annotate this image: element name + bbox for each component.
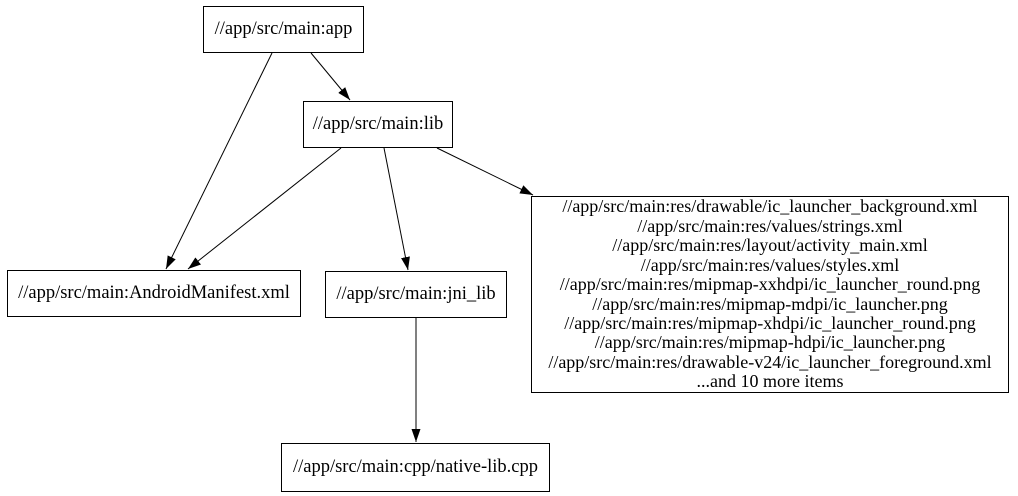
edge-lib-to-jni-lib [383, 147, 410, 271]
node-native-lib-cpp: //app/src/main:cpp/native-lib.cpp [281, 443, 550, 492]
node-lib-label: //app/src/main:lib [312, 114, 444, 134]
res-item: //app/src/main:res/layout/activity_main.… [612, 235, 928, 256]
node-app: //app/src/main:app [203, 6, 364, 53]
node-res-group: //app/src/main:res/drawable/ic_launcher_… [531, 196, 1009, 393]
res-item: //app/src/main:res/mipmap-xhdpi/ic_launc… [564, 312, 976, 333]
res-item: //app/src/main:res/drawable-v24/ic_launc… [548, 351, 992, 372]
res-item: //app/src/main:res/values/strings.xml [637, 215, 903, 236]
res-item: //app/src/main:res/drawable/ic_launcher_… [562, 196, 978, 217]
res-item: //app/src/main:res/mipmap-mdpi/ic_launch… [592, 293, 948, 314]
res-item: //app/src/main:res/mipmap-hdpi/ic_launch… [594, 332, 946, 353]
node-android-manifest: //app/src/main:AndroidManifest.xml [7, 270, 301, 317]
node-jni-lib: //app/src/main:jni_lib [325, 271, 507, 318]
res-item: //app/src/main:res/values/styles.xml [640, 254, 900, 275]
edge-lib-to-manifest [187, 147, 342, 270]
node-lib: //app/src/main:lib [303, 101, 453, 148]
res-item: //app/src/main:res/mipmap-xxhdpi/ic_laun… [559, 274, 981, 295]
node-jni-lib-label: //app/src/main:jni_lib [336, 284, 496, 304]
res-more-items: ...and 10 more items [696, 371, 844, 392]
edge-lib-to-res [436, 147, 534, 196]
edge-app-to-lib [310, 52, 351, 101]
edge-app-to-manifest [165, 52, 273, 270]
node-android-manifest-label: //app/src/main:AndroidManifest.xml [18, 283, 290, 303]
node-native-lib-cpp-label: //app/src/main:cpp/native-lib.cpp [292, 457, 539, 477]
node-app-label: //app/src/main:app [214, 19, 353, 39]
